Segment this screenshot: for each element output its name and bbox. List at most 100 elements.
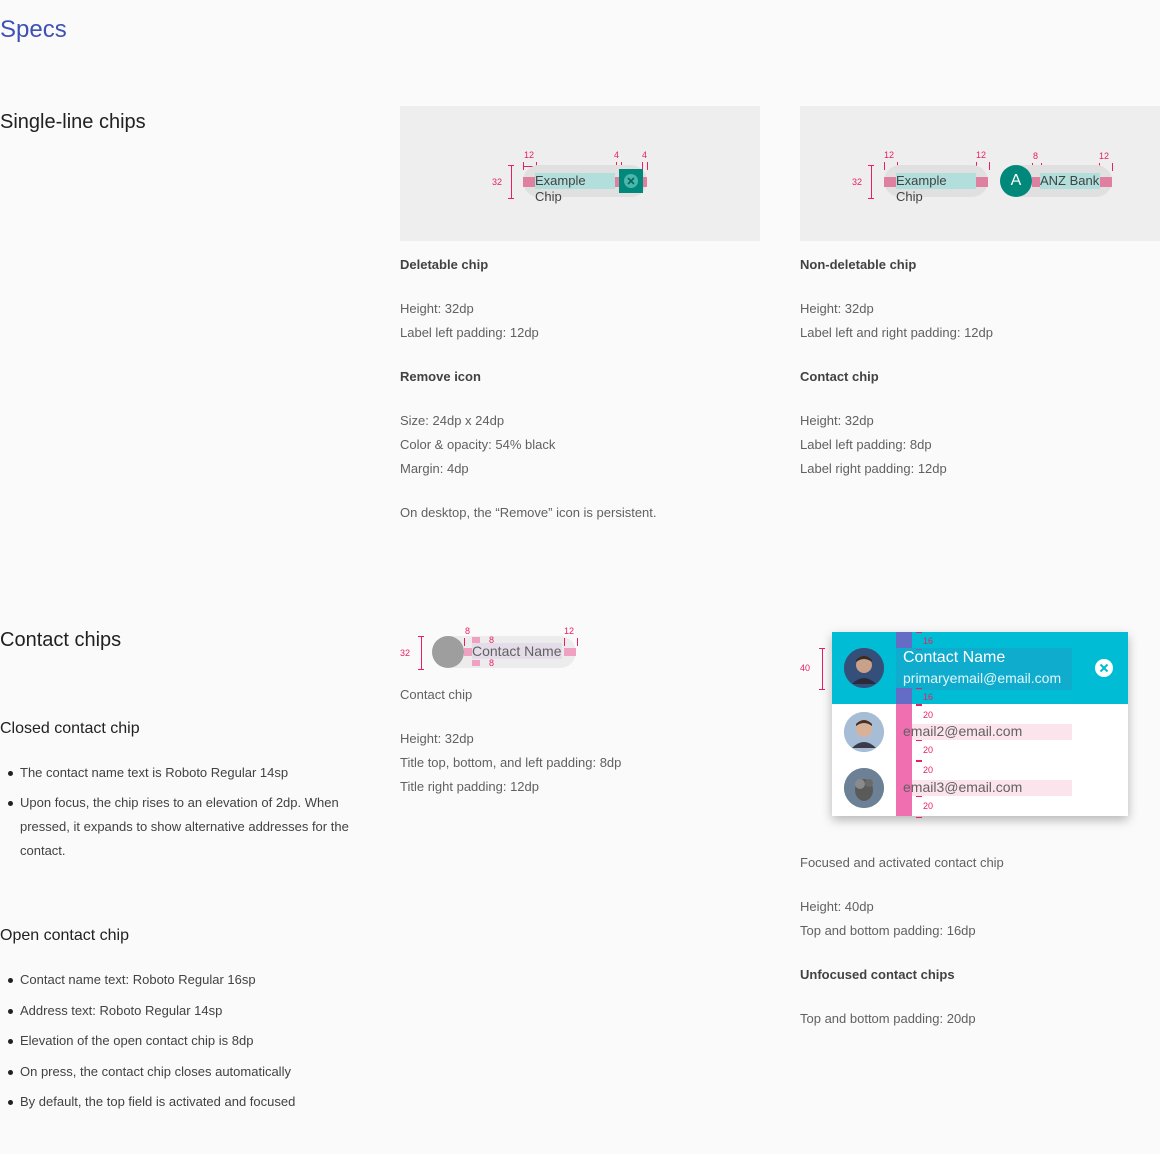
padding-highlight [896,796,912,816]
deletable-chip-diagram: 12 4 4 32 Example Chip [400,106,760,241]
focused-contact-chip-caption: Focused and activated contact chip [800,855,1004,870]
chip-label: Example Chip [535,173,615,204]
contact-chip-title: Contact chip [800,369,879,384]
avatar [432,636,464,668]
dim-label-contact-left: 8 [1033,151,1039,161]
deletable-padding: Label left padding: 12dp [400,325,539,340]
section-heading-single-line: Single-line chips [0,111,146,133]
open-contact-chip-heading: Open contact chip [0,927,129,944]
padding-highlight [523,177,535,187]
list-item: Elevation of the open contact chip is 8d… [0,1029,370,1053]
list-item: Contact name text: Roboto Regular 16sp [0,968,370,992]
contact-chip-spec-right-padding: Title right padding: 12dp [400,779,540,794]
contact-chip-diagram: 32 8 8 8 12 Contact Name [398,624,588,672]
height-bracket [868,165,874,199]
list-item: Upon focus, the chip rises to an elevati… [0,791,370,863]
dim-bracket [564,638,578,646]
close-icon[interactable] [1094,658,1114,678]
dim-label-top-padding: 8 [489,635,495,645]
dim-label-bottom: 20 [923,801,934,811]
focused-height: Height: 40dp [800,899,874,914]
remove-icon [619,169,643,193]
padding-highlight [896,760,912,780]
remove-icon-margin: Margin: 4dp [400,461,469,476]
closed-contact-chip-heading: Closed contact chip [0,720,140,737]
dim-label-left-padding: 8 [465,626,471,636]
dim-label-height: 40 [800,663,811,673]
dim-label-height: 32 [400,648,411,658]
closed-contact-chip-list: The contact name text is Roboto Regular … [0,761,370,863]
height-bracket [418,636,424,670]
section-heading-contact-chips: Contact chips [0,629,122,651]
padding-highlight [896,688,912,704]
dim-label-margin: 4 [614,150,620,160]
chip-label: Example Chip [896,173,976,204]
dim-label-bottom: 16 [923,692,934,702]
padding-highlight [472,660,480,666]
height-bracket [819,648,825,690]
padding-highlight [896,740,912,760]
primary-email: primaryemail@email.com [903,670,1062,686]
text-highlight [896,648,1072,690]
remove-icon-size: Size: 24dp x 24dp [400,413,505,428]
dim-label-top: 20 [923,765,934,775]
dim-bracket [916,740,922,762]
padding-highlight [884,177,896,187]
alternate-email[interactable]: email2@email.com [903,723,1023,739]
dim-bracket [642,162,648,170]
dim-bracket [916,796,922,818]
dim-label-right-padding: 12 [564,626,575,636]
unfocused-contact-chips-title: Unfocused contact chips [800,967,955,982]
deletable-height: Height: 32dp [400,301,474,316]
text-highlight [896,724,1072,740]
padding-highlight [564,648,576,656]
avatar [844,768,884,808]
dim-label-top: 20 [923,710,934,720]
padding-highlight [1100,177,1112,187]
desktop-note: On desktop, the “Remove” icon is persist… [400,505,657,520]
contact-chip-label: ANZ Bank [1040,173,1100,189]
height-bracket [508,165,514,199]
dim-label-right-padding: 12 [976,150,987,160]
non-deletable-padding: Label left and right padding: 12dp [800,325,993,340]
padding-highlight [643,177,647,187]
focused-padding: Top and bottom padding: 16dp [800,923,976,938]
contact-chip-height: Height: 32dp [800,413,874,428]
contact-name: Contact Name [903,649,1006,666]
page-title: Specs [0,16,67,43]
list-item: By default, the top field is activated a… [0,1090,370,1114]
contact-chip-label: Contact Name [472,643,562,659]
padding-highlight [976,177,988,187]
dim-label-top: 16 [923,636,934,646]
dim-label-height: 32 [852,177,863,187]
padding-highlight [896,704,912,724]
unfocused-padding: Top and bottom padding: 20dp [800,1011,976,1026]
padding-highlight [896,632,912,648]
dim-label-contact-right: 12 [1099,151,1110,161]
dim-label-left-padding: 12 [524,150,535,160]
list-item: Address text: Roboto Regular 14sp [0,999,370,1023]
remove-icon-color: Color & opacity: 54% black [400,437,556,452]
padding-highlight [1032,177,1040,187]
avatar [844,712,884,752]
open-contact-chip-list: Contact name text: Roboto Regular 16sp A… [0,968,370,1114]
avatar [844,648,884,688]
text-highlight [896,780,1072,796]
dim-label-left-padding: 12 [884,150,895,160]
open-contact-chip: 16 Contact Name primaryemail@email.com 1… [832,632,1128,818]
padding-highlight [896,780,912,796]
remove-icon-title: Remove icon [400,369,481,384]
avatar: A [1000,165,1032,197]
contact-chip-caption: Contact chip [400,687,473,702]
dim-bracket [916,688,922,706]
dim-label-height: 32 [492,177,503,187]
non-deletable-chip-title: Non-deletable chip [800,257,917,272]
dim-label-bottom-padding: 8 [489,658,495,668]
dim-label-margin: 4 [642,150,648,160]
padding-highlight [615,177,620,187]
alternate-email[interactable]: email3@email.com [903,779,1023,795]
list-item: The contact name text is Roboto Regular … [0,761,370,785]
non-deletable-chip-diagram: 12 12 8 12 32 Example Chip A ANZ Bank [800,106,1160,241]
list-item: On press, the contact chip closes automa… [0,1060,370,1084]
deletable-chip-title: Deletable chip [400,257,489,272]
